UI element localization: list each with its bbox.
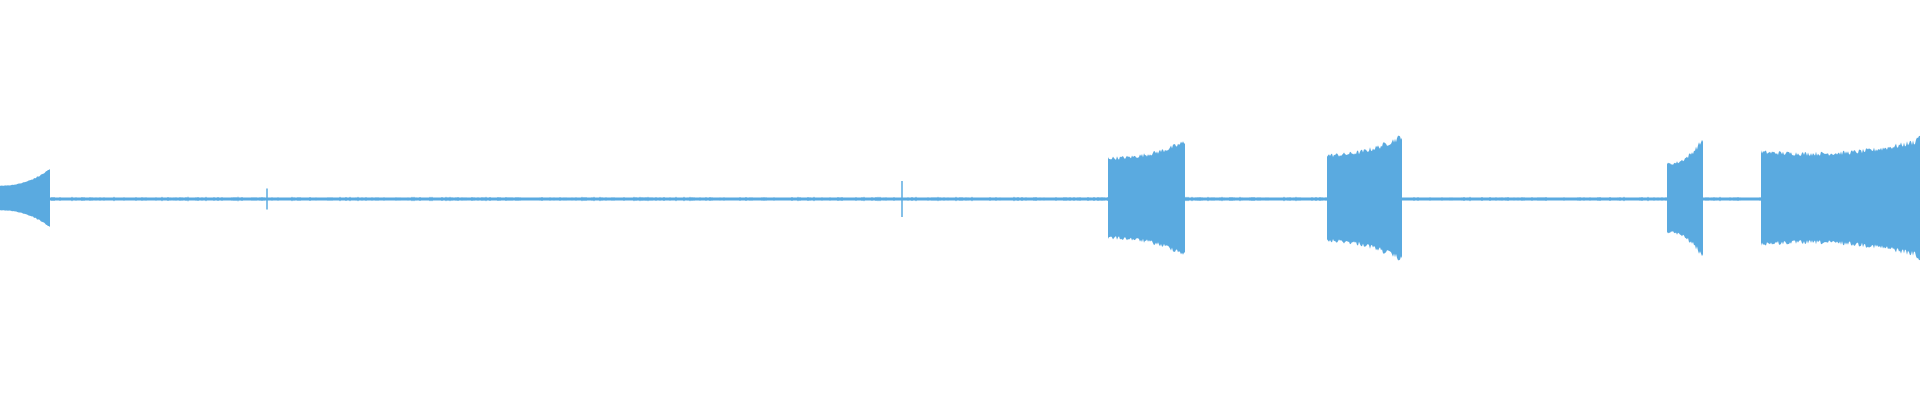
waveform-segment-4	[1667, 139, 1703, 257]
waveform-segment-2	[1108, 141, 1185, 255]
waveform-segment-5	[1761, 135, 1920, 261]
waveform-segment-3	[1327, 135, 1402, 261]
waveform-segment-1	[0, 168, 50, 228]
silence-noise	[0, 196, 1919, 202]
waveform-channel	[0, 135, 1920, 261]
